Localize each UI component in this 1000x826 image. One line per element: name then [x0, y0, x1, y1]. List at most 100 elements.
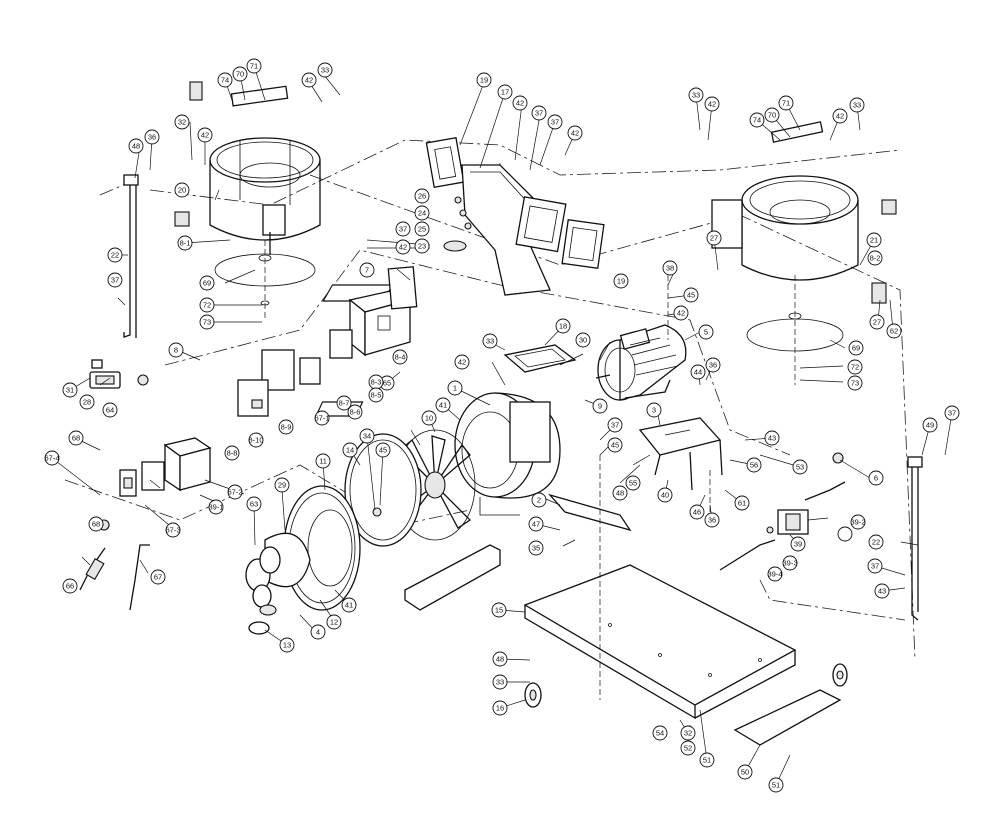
svg-text:64: 64: [106, 406, 114, 415]
svg-text:8-1: 8-1: [180, 239, 191, 248]
svg-text:37: 37: [871, 562, 879, 571]
svg-text:21: 21: [870, 236, 878, 245]
svg-text:61: 61: [738, 499, 746, 508]
callout: 51: [699, 752, 715, 768]
svg-text:68: 68: [72, 434, 80, 443]
callout: 8-1: [177, 235, 193, 251]
callout: 67-4: [44, 450, 60, 466]
callout: 34: [359, 428, 375, 444]
fan-impeller: [344, 429, 476, 547]
svg-text:49: 49: [926, 421, 934, 430]
callout: 27: [706, 230, 722, 246]
base-platform: [523, 564, 848, 720]
svg-text:6: 6: [874, 474, 878, 483]
callout: 7: [359, 262, 375, 278]
callout: 10: [421, 410, 437, 426]
callout: 54: [652, 725, 668, 741]
callout: 71: [778, 95, 794, 111]
svg-text:51: 51: [703, 756, 711, 765]
callout: 11: [315, 453, 331, 469]
svg-text:29: 29: [278, 481, 286, 490]
svg-text:39-1: 39-1: [208, 503, 223, 512]
outlet-flange: [503, 344, 577, 373]
callout: 37: [867, 558, 883, 574]
callout: 8-6: [347, 404, 363, 420]
svg-text:46: 46: [693, 508, 701, 517]
svg-text:43: 43: [878, 587, 886, 596]
svg-text:56: 56: [750, 461, 758, 470]
callout: 72: [847, 359, 863, 375]
svg-text:23: 23: [418, 242, 426, 251]
callout: 4: [310, 624, 326, 640]
callout: 16: [492, 700, 508, 716]
svg-text:42: 42: [571, 129, 579, 138]
callout: 71: [246, 58, 262, 74]
svg-text:8-7: 8-7: [339, 399, 350, 408]
svg-text:8-2: 8-2: [870, 254, 881, 263]
inlet-duct: [322, 136, 605, 302]
svg-text:24: 24: [418, 209, 426, 218]
callout: 39: [790, 536, 806, 552]
svg-text:37: 37: [948, 409, 956, 418]
callout: 41: [435, 397, 451, 413]
callout: 29: [274, 477, 290, 493]
svg-text:42: 42: [677, 309, 685, 318]
callout: 61: [734, 495, 750, 511]
callout: 73: [847, 375, 863, 391]
callout: 64: [102, 402, 118, 418]
svg-text:47: 47: [532, 520, 540, 529]
callout: 8-9: [278, 419, 294, 435]
callout: 38: [662, 260, 678, 276]
callout: 43: [764, 430, 780, 446]
svg-text:67-4: 67-4: [44, 454, 59, 463]
callout: 65: [379, 375, 395, 391]
callout: 24: [414, 205, 430, 221]
callout: 2: [531, 492, 547, 508]
callout: 42: [673, 305, 689, 321]
svg-text:19: 19: [617, 277, 625, 286]
svg-text:42: 42: [458, 358, 466, 367]
callout: 12: [326, 614, 342, 630]
svg-text:32: 32: [684, 729, 692, 738]
svg-text:37: 37: [611, 421, 619, 430]
callout: 28: [79, 394, 95, 410]
callout: 32: [174, 114, 190, 130]
callout: 8-8: [224, 445, 240, 461]
svg-text:41: 41: [345, 601, 353, 610]
svg-text:67-1: 67-1: [314, 414, 329, 423]
callout: 43: [874, 583, 890, 599]
callout: 48: [128, 138, 144, 154]
callout: 3: [646, 402, 662, 418]
svg-text:67-2: 67-2: [227, 488, 242, 497]
svg-text:33: 33: [496, 678, 504, 687]
svg-text:45: 45: [611, 441, 619, 450]
svg-text:42: 42: [708, 100, 716, 109]
callout: 40: [657, 487, 673, 503]
svg-text:39-4: 39-4: [767, 570, 782, 579]
callout: 48: [492, 651, 508, 667]
svg-text:33: 33: [321, 66, 329, 75]
svg-text:8-8: 8-8: [227, 449, 238, 458]
callout: 15: [491, 602, 507, 618]
callout: 39-1: [208, 499, 224, 515]
callout: 67-1: [314, 410, 330, 426]
svg-text:48: 48: [616, 489, 624, 498]
svg-text:37: 37: [551, 118, 559, 127]
callout: 42: [832, 108, 848, 124]
svg-text:33: 33: [486, 337, 494, 346]
callout: 22: [107, 247, 123, 263]
svg-text:52: 52: [684, 744, 692, 753]
callout: 42: [512, 95, 528, 111]
svg-text:4: 4: [316, 628, 320, 637]
callout: 37: [547, 114, 563, 130]
callout: 19: [476, 72, 492, 88]
svg-text:8-6: 8-6: [350, 408, 361, 417]
capacitor-assembly: [719, 452, 846, 571]
remote-parts: [89, 359, 149, 389]
callout: 67-2: [227, 484, 243, 500]
svg-text:8: 8: [174, 346, 178, 355]
callout: 22: [868, 534, 884, 550]
switch-box-assembly: [237, 266, 418, 417]
svg-text:44: 44: [694, 368, 702, 377]
svg-text:62: 62: [890, 327, 898, 336]
